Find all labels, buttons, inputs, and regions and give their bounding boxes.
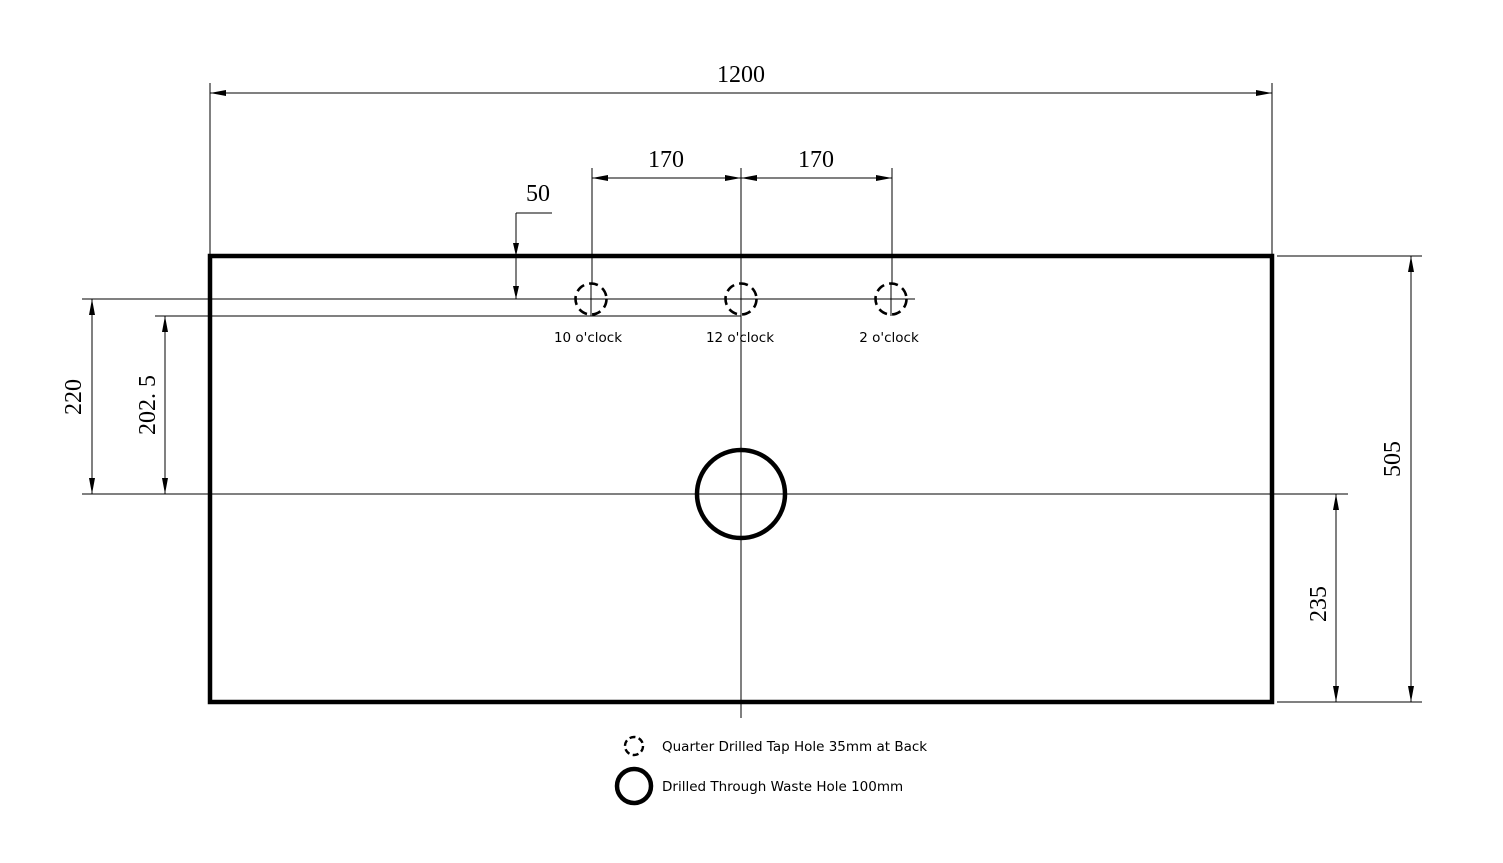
dim-label-waste-to-front: 235 [1306, 586, 1332, 622]
dim-tap-spacing: 170 170 [591, 147, 893, 299]
dim-label-tap-spacing-left: 170 [648, 147, 684, 173]
dim-label-tap-offset: 50 [526, 181, 550, 207]
tap-label-12-oclock: 12 o'clock [706, 330, 774, 346]
tap-label-2-oclock: 2 o'clock [859, 330, 919, 346]
dim-label-overall-depth: 505 [1380, 441, 1406, 477]
dim-label-tap-spacing-right: 170 [798, 147, 834, 173]
dim-overall-width: 1200 [209, 62, 1273, 254]
legend-tap-hole-label: Quarter Drilled Tap Hole 35mm at Back [662, 739, 927, 755]
dim-tap-to-waste-inner: 202. 5 [135, 316, 168, 494]
dim-tap-offset: 50 [513, 181, 552, 299]
legend-tap-hole-icon [623, 735, 645, 757]
dim-overall-depth: 505 [1277, 255, 1422, 703]
waste-hole [694, 447, 788, 541]
tap-label-10-oclock: 10 o'clock [554, 330, 622, 346]
legend: Quarter Drilled Tap Hole 35mm at Back Dr… [614, 735, 927, 806]
dim-label-overall-width: 1200 [717, 62, 765, 88]
dim-waste-to-front: 235 [1306, 494, 1339, 702]
dim-label-tap-to-waste-inner: 202. 5 [135, 375, 161, 435]
legend-waste-hole-icon [614, 766, 654, 806]
dim-tap-to-waste-outer: 220 [61, 299, 95, 494]
legend-waste-hole-label: Drilled Through Waste Hole 100mm [662, 779, 903, 795]
dim-label-tap-to-waste-outer: 220 [61, 379, 87, 415]
